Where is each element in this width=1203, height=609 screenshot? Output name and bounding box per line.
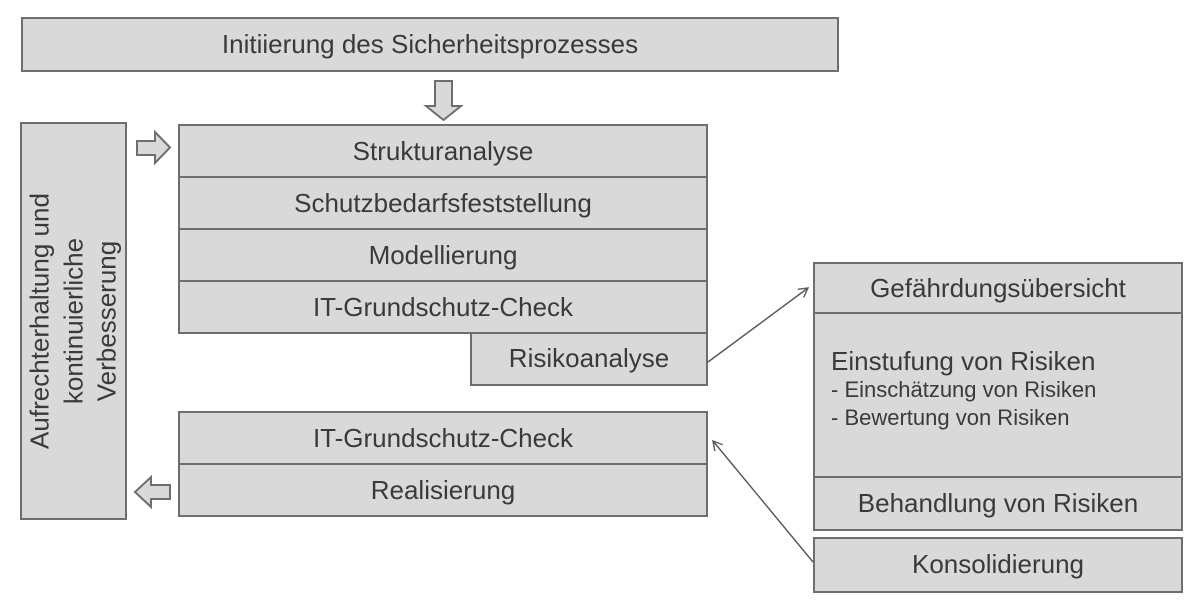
- risk-classification-title: Einstufung von Risiken: [831, 346, 1096, 376]
- risk-analysis-label: Risikoanalyse: [508, 343, 670, 374]
- risk-detail-box: Gefährdungsübersicht Einstufung von Risi…: [813, 262, 1183, 478]
- phase-structure-analysis-label: Strukturanalyse: [352, 135, 534, 166]
- phase-grundschutz-check-1-label: IT-Grundschutz-Check: [312, 291, 574, 322]
- phase-grundschutz-check-2-label: IT-Grundschutz-Check: [312, 422, 574, 453]
- right-block-arrow-icon: [136, 129, 172, 166]
- phase-modelling-label: Modellierung: [368, 239, 518, 270]
- phase-realisation-label: Realisierung: [370, 474, 516, 505]
- phase-modelling: Modellierung: [178, 228, 708, 282]
- risk-evaluation-item: - Bewertung von Risiken: [831, 405, 1070, 430]
- initiation-box: Initiierung des Sicherheitsprozesses: [21, 17, 839, 72]
- phase-protection-needs: Schutzbedarfsfeststellung: [178, 176, 708, 230]
- risk-treatment-label: Behandlung von Risiken: [857, 487, 1139, 518]
- consolidation-box: Konsolidierung: [813, 537, 1183, 593]
- risk-classification-section: Einstufung von Risiken - Einschätzung vo…: [815, 314, 1181, 476]
- upper-phase-stack: Strukturanalyse Schutzbedarfsfeststellun…: [178, 124, 708, 334]
- phase-realisation: Realisierung: [178, 463, 708, 517]
- maintenance-line-1: Aufrechterhaltung und: [23, 193, 54, 449]
- risk-analysis-box: Risikoanalyse: [470, 332, 708, 386]
- maintenance-line-2: kontinuierliche: [57, 237, 88, 405]
- risk-to-hazard-arrow: [707, 287, 810, 363]
- hazard-overview-label: Gefährdungsübersicht: [870, 272, 1126, 303]
- left-block-arrow-icon: [133, 474, 171, 510]
- risk-treatment-box: Behandlung von Risiken: [813, 476, 1183, 531]
- hazard-overview-section: Gefährdungsübersicht: [815, 264, 1181, 314]
- down-block-arrow-icon: [423, 80, 464, 122]
- maintenance-line-3: Verbesserung: [91, 240, 122, 402]
- phase-protection-needs-label: Schutzbedarfsfeststellung: [294, 187, 592, 218]
- maintenance-box: Aufrechterhaltung und kontinuierliche Ve…: [20, 122, 127, 520]
- maintenance-label: Aufrechterhaltung und kontinuierliche Ve…: [20, 122, 127, 520]
- phase-grundschutz-check-2: IT-Grundschutz-Check: [178, 411, 708, 465]
- phase-structure-analysis: Strukturanalyse: [178, 124, 708, 178]
- phase-grundschutz-check-1: IT-Grundschutz-Check: [178, 280, 708, 334]
- initiation-label: Initiierung des Sicherheitsprozesses: [221, 28, 639, 59]
- risk-assessment-item: - Einschätzung von Risiken: [831, 377, 1097, 402]
- consolidation-label: Konsolidierung: [911, 549, 1084, 580]
- consolidation-to-check-arrow: [712, 439, 814, 563]
- lower-phase-stack: IT-Grundschutz-Check Realisierung: [178, 411, 708, 517]
